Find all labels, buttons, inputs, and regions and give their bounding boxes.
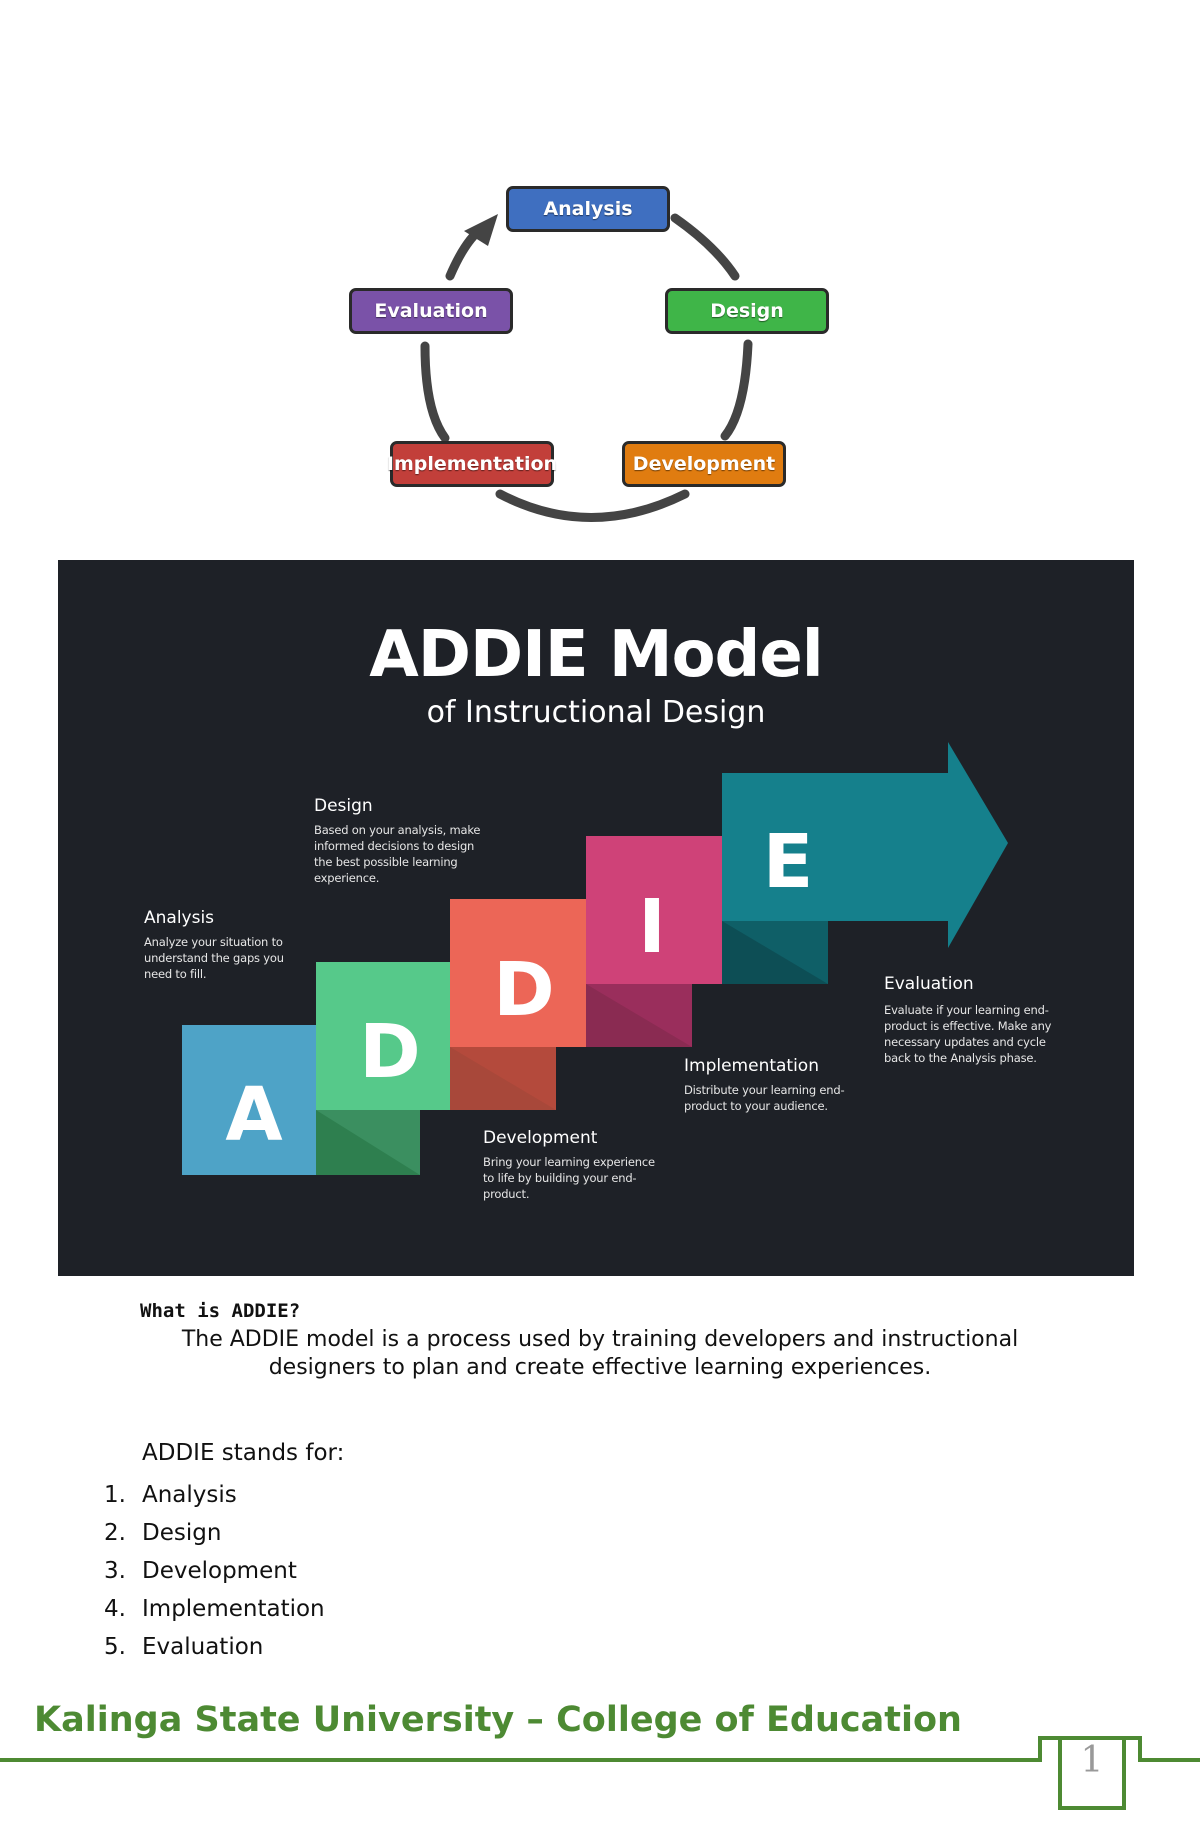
cycle-design-box: Design — [665, 288, 829, 334]
list-label: Implementation — [142, 1596, 325, 1622]
banner-title: ADDIE Model — [369, 618, 823, 692]
list-label: Design — [142, 1520, 222, 1546]
addie-model-banner: ADDIE Model of Instructional Design A D … — [58, 560, 1134, 1276]
section-heading: What is ADDIE? — [140, 1300, 301, 1322]
cycle-implementation-box: Implementation — [387, 441, 557, 487]
footer-rule — [0, 1736, 1200, 1810]
list-item: 4. Implementation — [104, 1590, 325, 1628]
list-label: Development — [142, 1558, 297, 1584]
annotation-line: product. — [483, 1187, 530, 1201]
annotation-design-text: Based on your analysis, make informed de… — [314, 822, 481, 886]
annotation-design-heading: Design — [314, 796, 373, 816]
annotation-evaluation-text: Evaluate if your learning end- product i… — [884, 1002, 1051, 1066]
annotation-line: Bring your learning experience — [483, 1155, 655, 1169]
cycle-evaluation-box: Evaluation — [349, 288, 513, 334]
list-number: 5. — [104, 1634, 126, 1660]
page-number-box — [1058, 1736, 1126, 1810]
addie-cycle-diagram: Analysis Design Evaluation Implementatio… — [340, 176, 840, 536]
arrow-implementation-evaluation — [420, 341, 450, 443]
footer-title: Kalinga State University – College of Ed… — [34, 1700, 962, 1740]
page-number: 1 — [1080, 1740, 1104, 1781]
arrow-head-icon — [464, 214, 498, 246]
annotation-line: need to fill. — [144, 967, 207, 981]
annotation-implementation-heading: Implementation — [684, 1056, 819, 1076]
list-number: 4. — [104, 1596, 126, 1622]
section-body: The ADDIE model is a process used by tra… — [181, 1327, 1019, 1380]
list-label: Evaluation — [142, 1634, 264, 1660]
annotation-analysis-text: Analyze your situation to understand the… — [144, 934, 284, 982]
banner-subtitle: of Instructional Design — [426, 695, 766, 730]
list-number: 2. — [104, 1520, 126, 1546]
annotation-development-text: Bring your learning experience to life b… — [483, 1154, 655, 1202]
annotation-line: necessary updates and cycle — [884, 1035, 1046, 1049]
annotation-line: product to your audience. — [684, 1099, 828, 1113]
list-label: Analysis — [142, 1482, 237, 1508]
stands-for-label: ADDIE stands for: — [142, 1440, 345, 1466]
arrow-development-implementation — [495, 489, 690, 522]
annotation-analysis-heading: Analysis — [144, 908, 215, 928]
list-number: 1. — [104, 1482, 126, 1508]
annotation-implementation-text: Distribute your learning end- product to… — [684, 1082, 845, 1114]
arrow-design-development — [720, 339, 753, 441]
arrow-analysis-design — [670, 213, 740, 281]
list-item: 5. Evaluation — [104, 1628, 325, 1666]
annotation-line: the best possible learning — [314, 855, 458, 869]
annotation-line: back to the Analysis phase. — [884, 1051, 1037, 1065]
step-i-letter: I — [638, 884, 666, 970]
annotation-line: to life by building your end- — [483, 1171, 637, 1185]
addie-list: 1. Analysis 2. Design 3. Development 4. Impl… — [104, 1476, 325, 1666]
step-a-letter: A — [225, 1072, 282, 1158]
list-item: 2. Design — [104, 1514, 325, 1552]
step-e-arrow: E — [722, 742, 1008, 984]
cycle-analysis-box: Analysis — [506, 186, 670, 232]
step-e-letter: E — [763, 819, 814, 905]
annotation-line: informed decisions to design — [314, 839, 475, 853]
annotation-line: Evaluate if your learning end- — [884, 1003, 1049, 1017]
addie-steps-graphic: A D D I E — [182, 742, 1008, 1175]
annotation-line: Distribute your learning end- — [684, 1083, 845, 1097]
annotation-line: product is effective. Make any — [884, 1019, 1052, 1033]
annotation-line: understand the gaps you — [144, 951, 284, 965]
list-number: 3. — [104, 1558, 126, 1584]
annotation-development-heading: Development — [483, 1128, 598, 1148]
step-d1-letter: D — [359, 1009, 420, 1095]
cycle-arrows — [420, 213, 753, 522]
annotation-line: Based on your analysis, make — [314, 823, 481, 837]
step-d2-letter: D — [493, 947, 554, 1033]
annotation-line: Analyze your situation to — [144, 935, 283, 949]
cycle-development-box: Development — [622, 441, 786, 487]
annotation-line: experience. — [314, 871, 380, 885]
list-item: 1. Analysis — [104, 1476, 325, 1514]
annotation-evaluation-heading: Evaluation — [884, 974, 974, 994]
list-item: 3. Development — [104, 1552, 325, 1590]
